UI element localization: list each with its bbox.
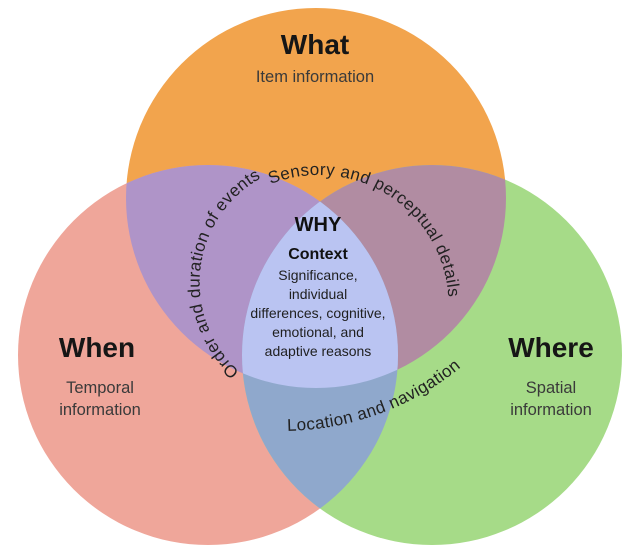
when-sublabel-line2: information xyxy=(59,401,141,419)
what-label: What xyxy=(281,29,349,60)
center-body-line-3: differences, cognitive, xyxy=(250,305,385,321)
where-sublabel-line2: information xyxy=(510,401,592,419)
context-subheading: Context xyxy=(288,246,348,263)
center-overlap-region xyxy=(242,165,398,388)
when-label: When xyxy=(59,332,135,363)
what-sublabel: Item information xyxy=(256,68,374,86)
center-body-line-5: adaptive reasons xyxy=(265,343,372,359)
center-body-line-2: individual xyxy=(289,286,347,302)
center-body-line-4: emotional, and xyxy=(272,324,364,340)
center-body-line-1: Significance, xyxy=(278,267,357,283)
where-label: Where xyxy=(508,332,594,363)
where-sublabel-line1: Spatial xyxy=(526,379,576,397)
why-heading: WHY xyxy=(295,214,342,236)
when-sublabel-line1: Temporal xyxy=(66,379,134,397)
